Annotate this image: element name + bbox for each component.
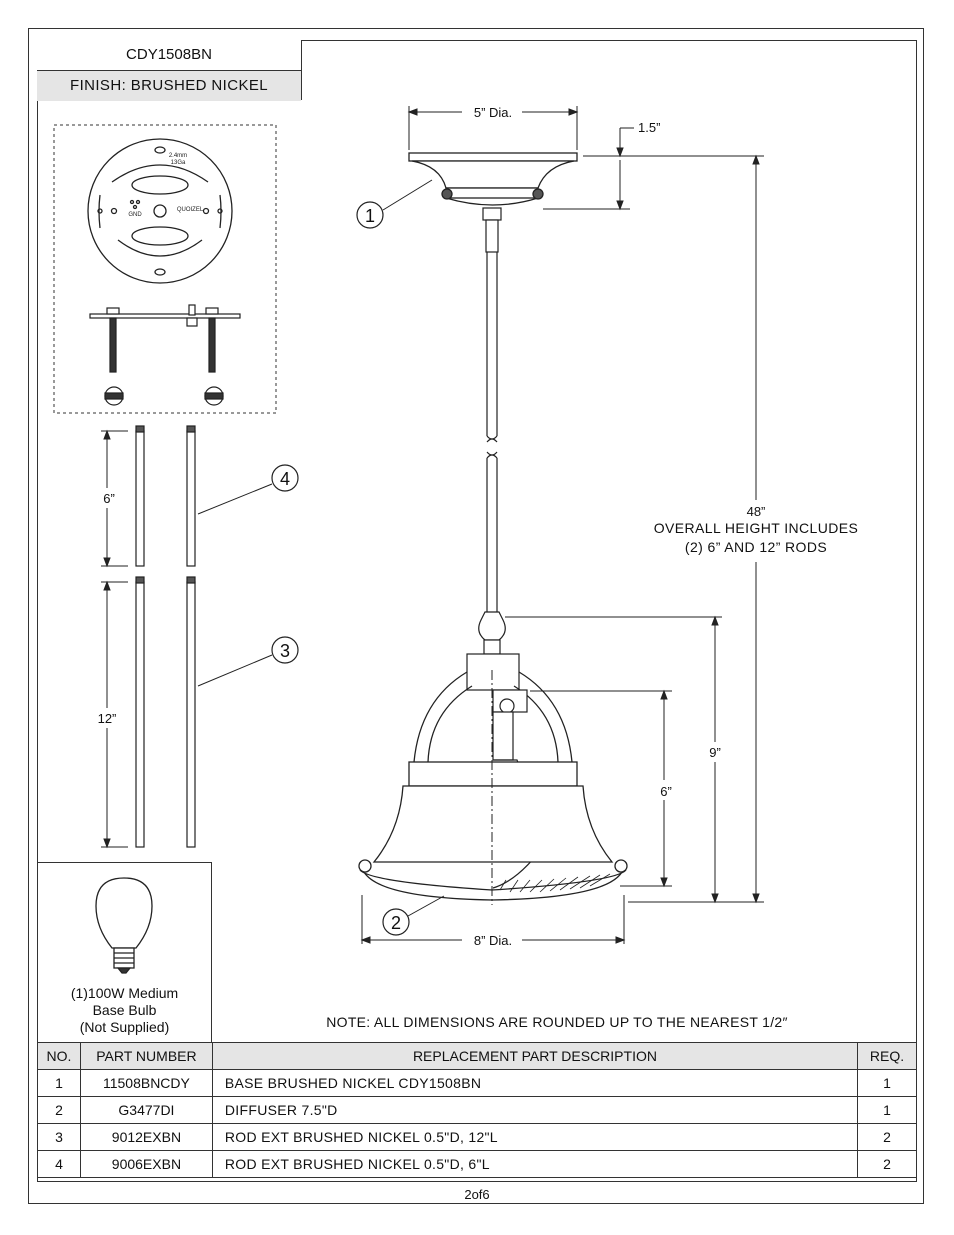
plate-brand-label: QUOIZEL xyxy=(177,207,204,213)
bulb-icon xyxy=(95,877,153,974)
row-part-number: 11508BNCDY xyxy=(79,1069,213,1097)
callout-rod-12 xyxy=(197,636,299,687)
plate-thickness-label: 2.4mm xyxy=(169,153,187,159)
table-row: 1 11508BNCDY BASE BRUSHED NICKEL CDY1508… xyxy=(37,1069,917,1097)
finish-label: FINISH: BRUSHED NICKEL xyxy=(37,71,301,101)
overall-height: 48” xyxy=(747,504,766,519)
canopy-height: 1.5” xyxy=(638,120,660,135)
row-no: 2 xyxy=(37,1096,81,1124)
table-row: 2 G3477DI DIFFUSER 7.5"D 1 xyxy=(37,1096,917,1124)
diffuser-hatch xyxy=(499,873,611,893)
row-req: 1 xyxy=(857,1096,917,1124)
dimension-glass-height xyxy=(530,689,672,888)
rods-6in xyxy=(135,425,196,567)
title-block: CDY1508BN FINISH: BRUSHED NICKEL xyxy=(37,40,302,101)
header-description: REPLACEMENT PART DESCRIPTION xyxy=(211,1042,859,1070)
canopy-diameter: 5” Dia. xyxy=(474,105,512,120)
table-row: 4 9006EXBN ROD EXT BRUSHED NICKEL 0.5"D,… xyxy=(37,1150,917,1178)
parts-table: NO. PART NUMBER REPLACEMENT PART DESCRIP… xyxy=(37,1042,917,1178)
row-req: 1 xyxy=(857,1069,917,1097)
dimension-rod-12 xyxy=(101,580,128,849)
callout-canopy xyxy=(356,179,433,229)
bulb-spec-line-1: (1)100W Medium xyxy=(70,985,179,1001)
overall-height-note-2: (2) 6” AND 12” RODS xyxy=(685,539,827,555)
callout-3-label: 3 xyxy=(280,641,290,661)
row-req: 2 xyxy=(857,1150,917,1178)
row-description: DIFFUSER 7.5"D xyxy=(211,1096,859,1124)
parts-table-header: NO. PART NUMBER REPLACEMENT PART DESCRIP… xyxy=(37,1042,917,1070)
callout-diffuser xyxy=(382,895,445,936)
row-part-number: 9006EXBN xyxy=(79,1150,213,1178)
row-description: BASE BRUSHED NICKEL CDY1508BN xyxy=(211,1069,859,1097)
canopy xyxy=(408,152,578,206)
glass-height: 6” xyxy=(660,784,672,799)
overall-height-note-1: OVERALL HEIGHT INCLUDES xyxy=(654,520,858,536)
callout-2-label: 2 xyxy=(391,913,401,933)
stem xyxy=(482,207,502,612)
callout-rod-6 xyxy=(197,464,299,515)
row-part-number: 9012EXBN xyxy=(79,1123,213,1151)
callout-4-label: 4 xyxy=(280,469,290,489)
page-number: 2of6 xyxy=(464,1187,490,1202)
drawing-frame xyxy=(37,40,917,1182)
rod-6-length: 6” xyxy=(103,491,115,506)
dimension-overall-height xyxy=(583,154,764,904)
mounting-plate xyxy=(87,138,233,284)
row-description: ROD EXT BRUSHED NICKEL 0.5"D, 12"L xyxy=(211,1123,859,1151)
page-border xyxy=(28,28,924,1204)
shade-diameter: 8” Dia. xyxy=(474,933,512,948)
bulb-panel: (1)100W Medium Base Bulb (Not Supplied) xyxy=(37,862,212,1042)
hardware-box xyxy=(53,124,277,414)
header-no: NO. xyxy=(37,1042,81,1070)
callout-1-label: 1 xyxy=(365,206,375,226)
rod-12-length: 12” xyxy=(98,711,117,726)
row-description: ROD EXT BRUSHED NICKEL 0.5"D, 6"L xyxy=(211,1150,859,1178)
dimension-canopy-height xyxy=(543,127,634,211)
shade-neck xyxy=(466,611,520,691)
shade-body xyxy=(358,761,628,901)
bulb-spec-line-2: Base Bulb xyxy=(92,1002,157,1018)
row-no: 1 xyxy=(37,1069,81,1097)
plate-gauge-label: 13Ga xyxy=(171,160,186,166)
model-number: CDY1508BN xyxy=(37,40,301,71)
table-row: 3 9012EXBN ROD EXT BRUSHED NICKEL 0.5"D,… xyxy=(37,1123,917,1151)
header-req: REQ. xyxy=(857,1042,917,1070)
mounting-bar-side xyxy=(89,304,241,373)
row-no: 4 xyxy=(37,1150,81,1178)
dimension-note: NOTE: ALL DIMENSIONS ARE ROUNDED UP TO T… xyxy=(326,1014,788,1030)
shade-arms xyxy=(413,671,573,763)
plate-gnd-label: GND xyxy=(128,212,142,218)
row-req: 2 xyxy=(857,1123,917,1151)
bulb-spec-line-3: (Not Supplied) xyxy=(79,1019,170,1035)
lockup-caps xyxy=(104,386,224,406)
dimension-shade-dia xyxy=(360,895,626,944)
row-no: 3 xyxy=(37,1123,81,1151)
header-part-number: PART NUMBER xyxy=(79,1042,213,1070)
row-part-number: G3477DI xyxy=(79,1096,213,1124)
bulb-spec: (1)100W Medium Base Bulb (Not Supplied) xyxy=(37,985,212,1036)
rods-12in xyxy=(135,576,196,848)
dimension-rod-6 xyxy=(101,429,128,568)
shade-height: 9” xyxy=(709,745,721,760)
dimension-shade-height xyxy=(505,615,764,904)
dimension-canopy-dia xyxy=(407,106,579,150)
